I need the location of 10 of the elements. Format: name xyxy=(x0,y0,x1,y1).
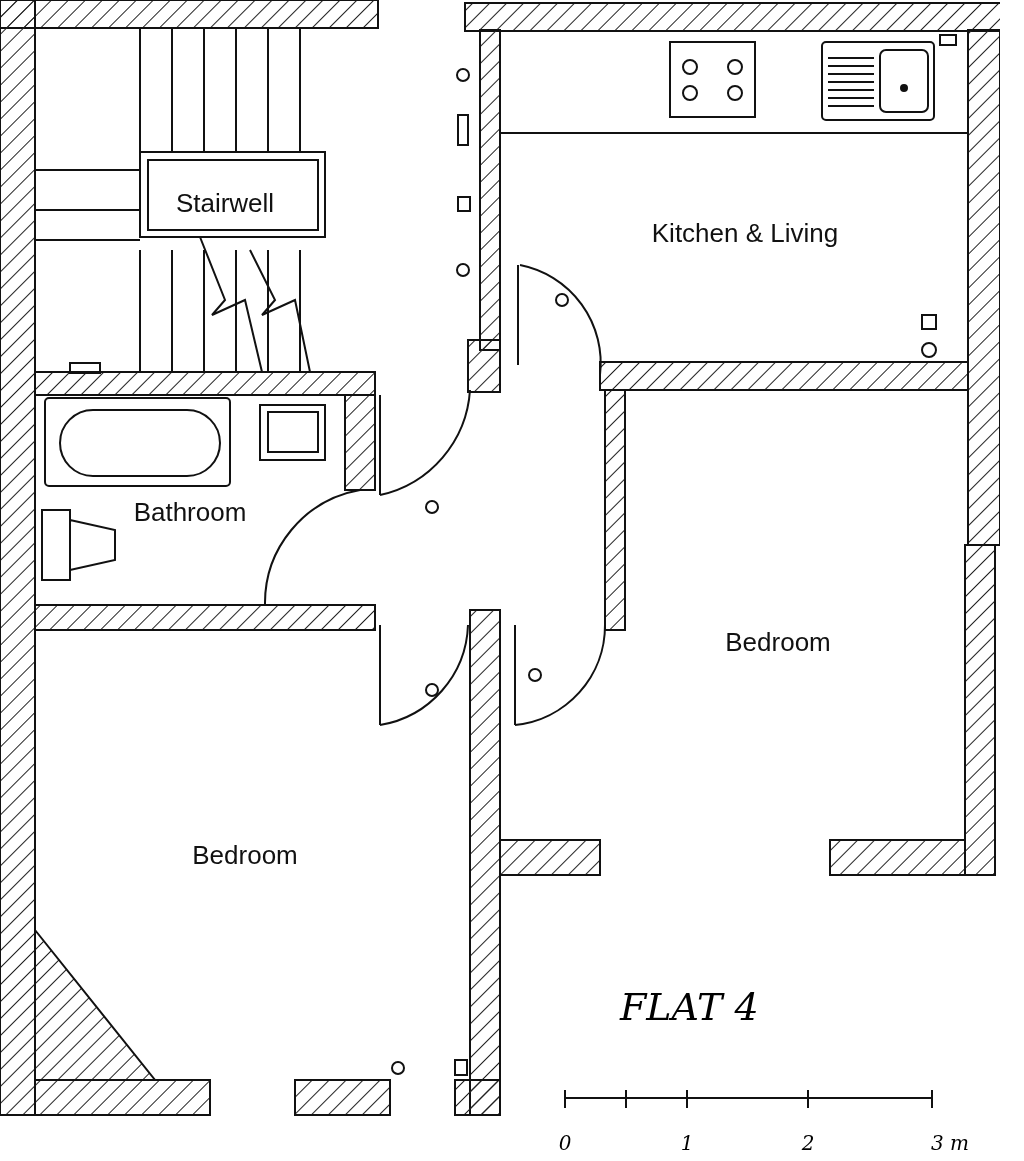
scale-label: 3 m xyxy=(931,1133,969,1153)
plan-title: FLAT 4 xyxy=(620,988,759,1026)
room-label: Bedroom xyxy=(192,838,298,872)
scale-label: 0 xyxy=(558,1133,572,1153)
room-label: Bedroom xyxy=(725,625,831,659)
scale-label: 1 xyxy=(680,1133,694,1153)
room-label: Stairwell xyxy=(175,186,275,220)
room-label: Kitchen & Living xyxy=(651,216,839,250)
scale-label: 2 xyxy=(801,1133,815,1153)
room-label: Bathroom xyxy=(133,495,247,529)
